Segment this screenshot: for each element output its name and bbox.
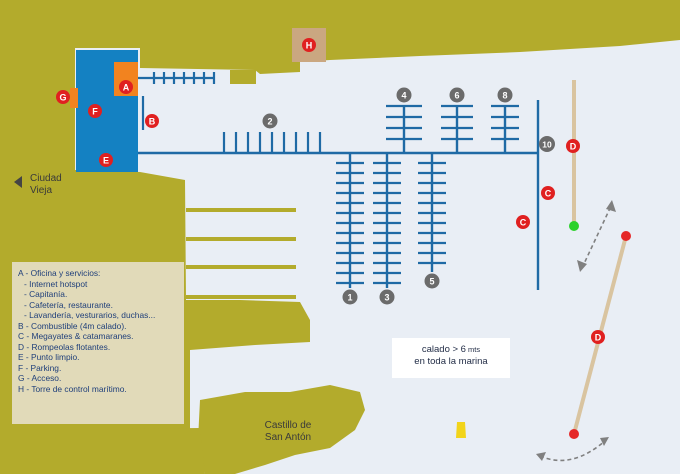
pontoons: [138, 72, 540, 290]
marker-g: G: [56, 90, 70, 104]
legend-item: - Internet hotspot: [24, 278, 88, 289]
movement-arrows: [539, 203, 613, 462]
svg-text:C: C: [545, 189, 552, 199]
legend-background: [12, 262, 184, 424]
svg-text:C: C: [520, 218, 527, 228]
pontoon-marker-10: 10: [539, 136, 555, 152]
svg-text:D: D: [570, 142, 577, 152]
svg-text:8: 8: [502, 91, 507, 101]
marker-c-top: C: [541, 186, 555, 200]
svg-text:G: G: [59, 93, 66, 103]
depth-note-line1: calado > 6 mts: [421, 344, 481, 355]
legend-item: A - Oficina y servicios:: [18, 268, 101, 278]
marker-f: F: [88, 104, 102, 118]
legend-item: - Cafetería, restaurante.: [24, 299, 113, 310]
gray-markers: 1 2 3 4 5 6 8 10: [262, 87, 555, 305]
svg-text:F: F: [92, 107, 98, 117]
svg-text:E: E: [103, 156, 109, 166]
old-town-arrow-icon: [14, 176, 22, 188]
svg-text:D: D: [595, 333, 602, 343]
svg-text:A: A: [123, 83, 130, 93]
access-gate: [70, 88, 78, 108]
legend-item: C - Megayates & catamaranes.: [18, 331, 134, 341]
svg-text:10: 10: [542, 140, 552, 150]
legend-item: D - Rompeolas flotantes.: [18, 341, 111, 352]
svg-text:2: 2: [267, 117, 272, 127]
svg-text:3: 3: [384, 293, 389, 303]
legend-item: G - Acceso.: [18, 373, 62, 383]
svg-text:1: 1: [347, 293, 352, 303]
legend-item: H - Torre de control marítimo.: [18, 383, 127, 394]
marker-h: H: [302, 38, 316, 52]
pontoon-marker-4: 4: [396, 87, 412, 103]
depth-note-line2: en toda la marina: [414, 356, 488, 367]
legend-item: - Capitanía.: [24, 289, 68, 299]
svg-text:5: 5: [429, 277, 434, 287]
yellow-buoy: [456, 422, 466, 438]
arrow-south: [539, 439, 607, 462]
pontoon-marker-1: 1: [342, 289, 358, 305]
marker-a: A: [119, 80, 133, 94]
arrow-north: [581, 203, 613, 269]
old-town-label: Ciudad Vieja: [30, 173, 62, 196]
svg-text:4: 4: [401, 91, 406, 101]
marker-d-north: D: [566, 139, 580, 153]
pontoon-marker-6: 6: [449, 87, 465, 103]
marker-c-bottom: C: [516, 215, 530, 229]
marker-d-south: D: [591, 330, 605, 344]
legend-item: F - Parking.: [18, 362, 62, 373]
svg-text:B: B: [149, 117, 156, 127]
green-light: [569, 221, 579, 231]
svg-text:6: 6: [454, 91, 459, 101]
legend-item: E - Punto limpio.: [18, 352, 80, 362]
pontoon-marker-8: 8: [497, 87, 513, 103]
legend-item: - Lavandería, vesturarios, duchas...: [24, 310, 156, 320]
pontoon-marker-5: 5: [424, 273, 440, 289]
arrow-heads: [536, 200, 616, 461]
marker-e: E: [99, 153, 113, 167]
red-light-north: [621, 231, 631, 241]
marker-b: B: [145, 114, 159, 128]
pontoon-marker-2: 2: [262, 113, 278, 129]
depth-note: calado > 6 mts en toda la marina: [392, 338, 510, 378]
legend: A - Oficina y servicios:- Internet hotsp…: [18, 268, 184, 394]
pontoon-marker-3: 3: [379, 289, 395, 305]
legend-item: B - Combustible (4m calado).: [18, 320, 127, 331]
red-markers: A B C C D D E F G H: [56, 38, 605, 344]
castle-label: Castillo de San Antón: [264, 420, 312, 443]
svg-text:H: H: [306, 41, 313, 51]
red-light-south: [569, 429, 579, 439]
shore-jetties: [186, 208, 296, 326]
